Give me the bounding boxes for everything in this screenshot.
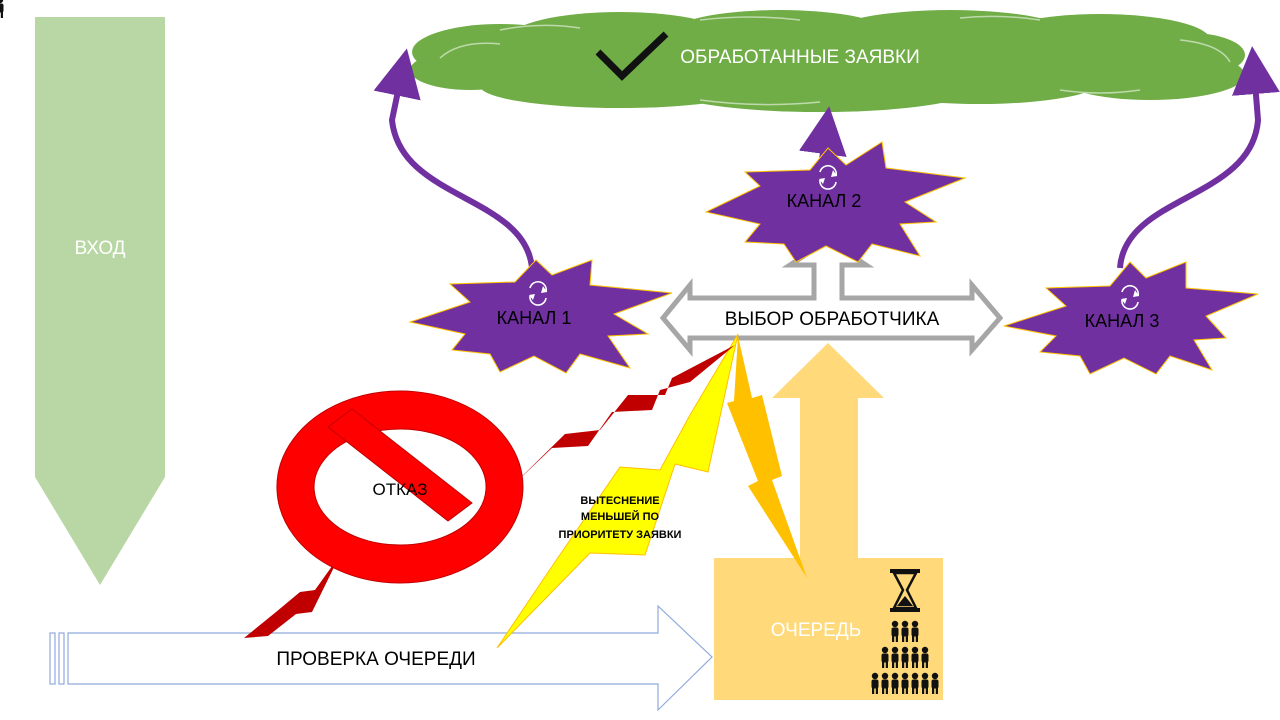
- preemption-bolt: [496, 333, 739, 649]
- preemption-line-3: ПРИОРИТЕТУ ЗАЯВКИ: [559, 529, 682, 541]
- prohibition-icon: ОТКАЗ: [276, 390, 524, 584]
- preemption-line-1: ВЫТЕСНЕНИЕ: [580, 495, 659, 507]
- channel-3: КАНАЛ 3: [1003, 261, 1259, 375]
- channel-1-output-arrow: [373, 48, 535, 269]
- queue-bolt: [727, 336, 807, 578]
- queue-check-arrow: ПРОВЕРКА ОЧЕРЕДИ: [49, 604, 713, 712]
- checkmark-icon: [595, 31, 669, 81]
- processed-requests-label: ОБРАБОТАННЫЕ ЗАЯВКИ: [680, 47, 920, 68]
- channel-3-label: КАНАЛ 3: [1085, 311, 1160, 331]
- queue-label: ОЧЕРЕДЬ: [771, 620, 861, 641]
- preemption-line-2: МЕНЬШЕЙ ПО: [581, 510, 660, 523]
- input-label: ВХОД: [74, 238, 125, 259]
- channel-3-output-arrow: [1117, 46, 1280, 269]
- people-group-icon: [0, 0, 939, 694]
- reject-label: ОТКАЗ: [373, 480, 428, 499]
- processed-requests-cloud: ОБРАБОТАННЫЕ ЗАЯВКИ: [410, 10, 1245, 112]
- reject-bolt: [508, 345, 735, 490]
- channel-1-label: КАНАЛ 1: [497, 308, 572, 328]
- refresh-icon: [819, 164, 838, 190]
- handler-selector-arrow: ВЫБОР ОБРАБОТЧИКА: [659, 237, 1004, 357]
- reject-bolt-lower: [244, 555, 340, 638]
- preemption-caption: ВЫТЕСНЕНИЕ МЕНЬШЕЙ ПО ПРИОРИТЕТУ ЗАЯВКИ: [559, 495, 682, 541]
- input-arrow: ВХОД: [35, 17, 165, 585]
- channel-2-label: КАНАЛ 2: [787, 191, 862, 211]
- channel-2: КАНАЛ 2: [704, 141, 967, 263]
- channel-1: КАНАЛ 1: [408, 259, 673, 374]
- refresh-icon: [529, 280, 548, 306]
- handler-selector-label: ВЫБОР ОБРАБОТЧИКА: [725, 309, 940, 330]
- queue-block: ОЧЕРЕДЬ: [0, 0, 943, 700]
- hourglass-icon: [890, 569, 920, 612]
- refresh-icon: [1121, 284, 1140, 310]
- queue-check-label: ПРОВЕРКА ОЧЕРЕДИ: [276, 649, 475, 670]
